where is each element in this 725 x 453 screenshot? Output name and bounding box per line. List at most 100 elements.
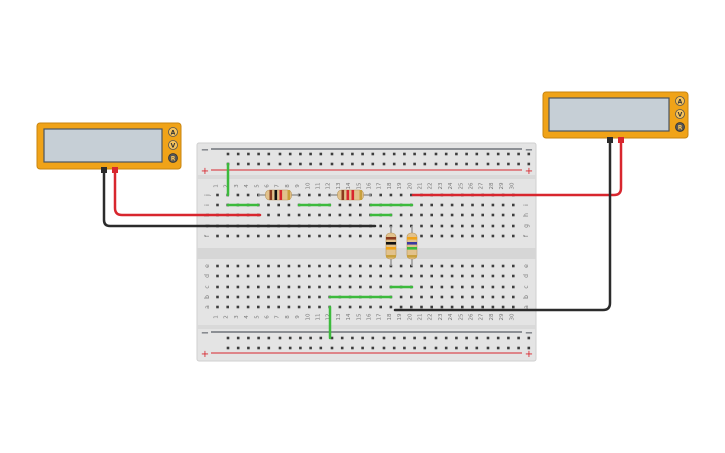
breadboard-hole[interactable] xyxy=(471,203,474,207)
breadboard-hole[interactable] xyxy=(461,295,464,299)
rail-hole[interactable] xyxy=(288,162,292,166)
breadboard-hole[interactable] xyxy=(399,213,403,217)
breadboard-hole[interactable] xyxy=(410,295,413,299)
rail-hole[interactable] xyxy=(330,152,334,156)
breadboard-hole[interactable] xyxy=(501,213,505,217)
rail-hole[interactable] xyxy=(340,162,344,166)
resistor[interactable] xyxy=(330,189,371,201)
rail-hole[interactable] xyxy=(278,162,282,166)
rail-hole[interactable] xyxy=(465,336,468,340)
breadboard-hole[interactable] xyxy=(379,234,382,238)
breadboard-hole[interactable] xyxy=(369,234,372,238)
rail-hole[interactable] xyxy=(382,346,386,350)
breadboard-hole[interactable] xyxy=(277,285,280,289)
breadboard-hole[interactable] xyxy=(318,285,321,289)
rail-hole[interactable] xyxy=(236,162,240,166)
breadboard-hole[interactable] xyxy=(287,234,291,238)
breadboard-hole[interactable] xyxy=(297,305,301,309)
breadboard-hole[interactable] xyxy=(338,234,342,238)
breadboard-hole[interactable] xyxy=(461,234,464,238)
breadboard-hole[interactable] xyxy=(246,295,250,299)
rail-hole[interactable] xyxy=(455,336,458,340)
breadboard-hole[interactable] xyxy=(461,213,464,217)
breadboard-hole[interactable] xyxy=(308,295,311,299)
rail-hole[interactable] xyxy=(371,162,375,166)
rail-hole[interactable] xyxy=(371,152,375,156)
breadboard-hole[interactable] xyxy=(236,305,240,309)
rail-hole[interactable] xyxy=(496,346,500,350)
mode-button-r[interactable] xyxy=(168,153,178,163)
rail-hole[interactable] xyxy=(527,162,531,166)
breadboard-hole[interactable] xyxy=(236,264,240,268)
rail-hole[interactable] xyxy=(455,152,458,156)
probe-terminal-black[interactable] xyxy=(607,137,613,143)
breadboard-hole[interactable] xyxy=(287,305,291,309)
probe-wires[interactable] xyxy=(102,139,623,312)
rail-hole[interactable] xyxy=(340,152,344,156)
rail-hole[interactable] xyxy=(392,162,396,166)
breadboard-hole[interactable] xyxy=(430,203,433,207)
rail-hole[interactable] xyxy=(527,346,531,350)
breadboard-hole[interactable] xyxy=(267,264,270,268)
breadboard-hole[interactable] xyxy=(471,224,474,228)
breadboard-hole[interactable] xyxy=(328,274,331,278)
rail-hole[interactable] xyxy=(413,336,416,340)
breadboard-hole[interactable] xyxy=(481,213,484,217)
breadboard-hole[interactable] xyxy=(430,274,433,278)
breadboard-hole[interactable] xyxy=(420,305,423,309)
rail-hole[interactable] xyxy=(371,336,375,340)
breadboard-hole[interactable] xyxy=(226,234,229,238)
breadboard-hole[interactable] xyxy=(257,264,260,268)
rail-hole[interactable] xyxy=(434,346,438,350)
rail-hole[interactable] xyxy=(257,152,260,156)
rail-hole[interactable] xyxy=(392,346,396,350)
breadboard-hole[interactable] xyxy=(236,295,240,299)
breadboard-hole[interactable] xyxy=(410,213,413,217)
breadboard-hole[interactable] xyxy=(287,264,291,268)
breadboard-hole[interactable] xyxy=(216,285,219,289)
rail-hole[interactable] xyxy=(496,336,500,340)
rail-hole[interactable] xyxy=(403,346,406,350)
rail-hole[interactable] xyxy=(434,162,438,166)
breadboard-hole[interactable] xyxy=(236,193,240,197)
breadboard-hole[interactable] xyxy=(440,203,444,207)
breadboard-hole[interactable] xyxy=(512,203,515,207)
breadboard-hole[interactable] xyxy=(430,285,433,289)
breadboard-hole[interactable] xyxy=(267,305,270,309)
breadboard-hole[interactable] xyxy=(430,264,433,268)
breadboard-hole[interactable] xyxy=(512,224,515,228)
breadboard-hole[interactable] xyxy=(308,213,311,217)
breadboard-hole[interactable] xyxy=(318,193,321,197)
breadboard-hole[interactable] xyxy=(267,203,270,207)
rail-hole[interactable] xyxy=(434,336,438,340)
rail-hole[interactable] xyxy=(340,346,344,350)
breadboard-hole[interactable] xyxy=(297,264,301,268)
breadboard-hole[interactable] xyxy=(440,295,444,299)
breadboard-hole[interactable] xyxy=(369,264,372,268)
rail-hole[interactable] xyxy=(496,152,500,156)
breadboard-hole[interactable] xyxy=(420,295,423,299)
breadboard-hole[interactable] xyxy=(226,295,229,299)
probe-wire-black-right[interactable] xyxy=(393,139,612,312)
rail-hole[interactable] xyxy=(330,336,334,340)
breadboard-hole[interactable] xyxy=(328,285,331,289)
breadboard-hole[interactable] xyxy=(277,213,280,217)
breadboard-hole[interactable] xyxy=(359,264,362,268)
rail-hole[interactable] xyxy=(361,152,364,156)
breadboard-hole[interactable] xyxy=(461,274,464,278)
breadboard-hole[interactable] xyxy=(359,203,362,207)
rail-hole[interactable] xyxy=(247,152,250,156)
rail-hole[interactable] xyxy=(226,336,230,340)
breadboard-hole[interactable] xyxy=(491,285,495,289)
rail-hole[interactable] xyxy=(319,346,323,350)
breadboard-hole[interactable] xyxy=(450,224,454,228)
breadboard-hole[interactable] xyxy=(430,305,433,309)
breadboard-hole[interactable] xyxy=(246,234,250,238)
multimeter-left[interactable]: A V R xyxy=(36,122,182,173)
rail-hole[interactable] xyxy=(319,152,323,156)
rail-hole[interactable] xyxy=(423,336,427,340)
rail-hole[interactable] xyxy=(403,152,406,156)
breadboard-hole[interactable] xyxy=(512,285,515,289)
breadboard-hole[interactable] xyxy=(246,285,250,289)
rail-hole[interactable] xyxy=(423,346,427,350)
